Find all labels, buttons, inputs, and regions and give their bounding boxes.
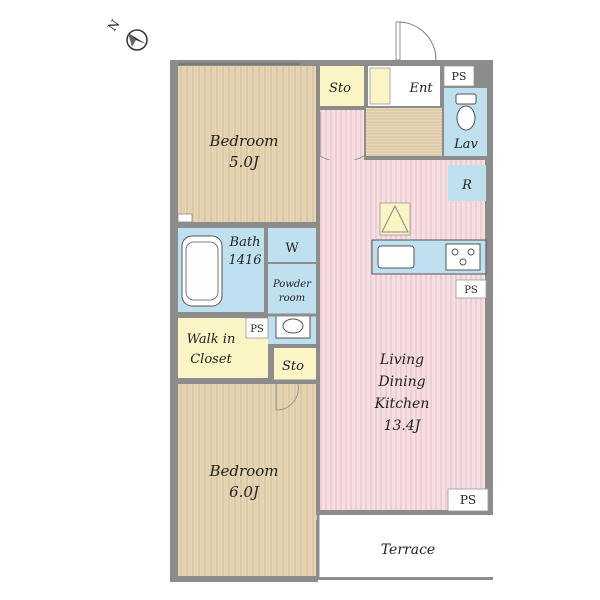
- ent-label: Ent: [408, 81, 433, 96]
- washbasin-icon: [282, 318, 304, 334]
- hallway-floor: [366, 108, 442, 156]
- terrace-area: [316, 515, 493, 577]
- range-hood-icon: [381, 204, 409, 233]
- bedroom-top-size: 5.0J: [229, 153, 260, 171]
- bedroom-bottom-name: Bedroom: [209, 462, 279, 480]
- walkin-line2: Closet: [190, 352, 232, 367]
- powder-line1: Powder: [272, 279, 312, 290]
- compass: N: [105, 17, 148, 51]
- ldk-line2: Dining: [377, 374, 425, 390]
- ldk-line4: 13.4J: [384, 418, 422, 434]
- bath-name: Bath: [229, 235, 261, 250]
- w-label: W: [285, 241, 299, 256]
- pipe-space-2: [245, 317, 269, 339]
- washer-space: [268, 228, 316, 262]
- powder-line2: room: [279, 293, 305, 304]
- ldk-line3: Kitchen: [374, 396, 430, 412]
- terrace-label: Terrace: [381, 542, 435, 558]
- pipe-space-3: [455, 279, 487, 299]
- bath-size: 1416: [228, 253, 261, 268]
- compass-north-label: N: [105, 17, 122, 34]
- storage-top: [320, 66, 364, 106]
- pipe-space-4: [447, 488, 489, 512]
- sto-mid-label: Sto: [282, 359, 304, 374]
- bedroom-bottom-floor: [178, 384, 316, 576]
- bedroom-bottom-size: 6.0J: [229, 483, 260, 501]
- ps-label-1: PS: [452, 70, 467, 83]
- lav-label: Lav: [453, 137, 478, 152]
- bedroom-top-name: Bedroom: [209, 132, 279, 150]
- stove-icon: [445, 243, 481, 271]
- sink-icon: [377, 245, 415, 269]
- toilet-icon: [456, 105, 476, 131]
- bedroom-top-floor: [178, 66, 316, 222]
- walkin-line1: Walk in: [187, 332, 236, 347]
- r-label: R: [461, 178, 472, 193]
- sto-top-label: Sto: [329, 81, 351, 96]
- ps-label-3: PS: [464, 285, 478, 296]
- storage-mid: [274, 348, 316, 382]
- ldk-line1: Living: [379, 352, 424, 368]
- pipe-space-1: [443, 65, 475, 87]
- ps-label-2: PS: [250, 324, 264, 335]
- compass-needle-icon: [128, 33, 146, 44]
- ps-label-4: PS: [460, 493, 476, 507]
- entrance-door: [397, 21, 437, 61]
